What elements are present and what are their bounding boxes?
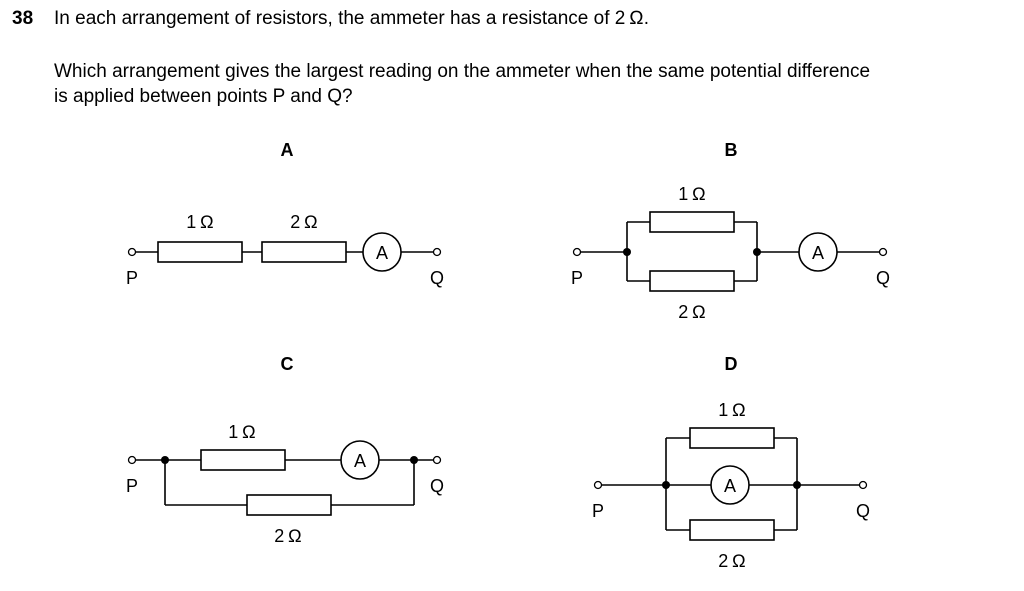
option-d-point-q: Q xyxy=(856,501,870,521)
option-c-ammeter-label: A xyxy=(354,451,366,471)
option-c-label: C xyxy=(281,354,294,374)
option-b-r1-value: 1 Ω xyxy=(678,184,705,204)
option-c-circuit[interactable]: C A 1 Ω 2 Ω P Q xyxy=(126,354,444,546)
option-c-junction-right xyxy=(410,456,418,464)
option-b-point-p: P xyxy=(571,268,583,288)
option-a-resistor-1 xyxy=(157,241,243,263)
option-d-point-p: P xyxy=(592,501,604,521)
option-a-r1-value: 1 Ω xyxy=(186,212,213,232)
option-b-terminal-q xyxy=(878,247,888,257)
option-c-resistor-1 xyxy=(200,449,286,471)
option-a-label: A xyxy=(281,140,294,160)
option-b-junction-left xyxy=(623,248,631,256)
option-a-point-p: P xyxy=(126,268,138,288)
question-prompt-line-2: is applied between points P and Q? xyxy=(54,86,353,107)
option-d-junction-left xyxy=(662,481,670,489)
option-c-point-q: Q xyxy=(430,476,444,496)
option-b-r2-value: 2 Ω xyxy=(678,302,705,322)
option-c-r2-value: 2 Ω xyxy=(274,526,301,546)
option-d-terminal-q xyxy=(858,480,868,490)
option-b-circuit[interactable]: B A 1 Ω 2 Ω P Q xyxy=(571,140,890,322)
option-c-point-p: P xyxy=(126,476,138,496)
option-a-resistor-2 xyxy=(261,241,347,263)
option-a-terminal-q xyxy=(432,247,442,257)
option-a-ammeter-label: A xyxy=(376,243,388,263)
option-d-label: D xyxy=(725,354,738,374)
option-b-point-q: Q xyxy=(876,268,890,288)
question-prompt-line-1: Which arrangement gives the largest read… xyxy=(54,61,871,82)
option-b-resistor-2 xyxy=(649,270,735,292)
option-a-r2-value: 2 Ω xyxy=(290,212,317,232)
option-b-label: B xyxy=(725,140,738,160)
option-a-circuit[interactable]: A A 1 Ω 2 Ω P Q xyxy=(126,140,444,288)
option-d-resistor-1 xyxy=(689,427,775,449)
question-number: 38 xyxy=(12,8,34,29)
option-c-junction-left xyxy=(161,456,169,464)
option-c-terminal-p xyxy=(127,455,137,465)
option-d-r1-value: 1 Ω xyxy=(718,400,745,420)
option-c-resistor-2 xyxy=(246,494,332,516)
option-c-terminal-q xyxy=(432,455,442,465)
option-b-ammeter-label: A xyxy=(812,243,824,263)
option-d-circuit[interactable]: D A 1 Ω 2 Ω P Q xyxy=(592,354,870,571)
option-c-r1-value: 1 Ω xyxy=(228,422,255,442)
option-d-r2-value: 2 Ω xyxy=(718,551,745,571)
option-d-resistor-2 xyxy=(689,519,775,541)
option-d-ammeter-label: A xyxy=(724,476,736,496)
option-b-junction-right xyxy=(753,248,761,256)
option-d-junction-right xyxy=(793,481,801,489)
option-a-terminal-p xyxy=(127,247,137,257)
question-intro: In each arrangement of resistors, the am… xyxy=(54,8,650,29)
option-a-point-q: Q xyxy=(430,268,444,288)
option-d-terminal-p xyxy=(593,480,603,490)
option-b-terminal-p xyxy=(572,247,582,257)
option-b-resistor-1 xyxy=(649,211,735,233)
